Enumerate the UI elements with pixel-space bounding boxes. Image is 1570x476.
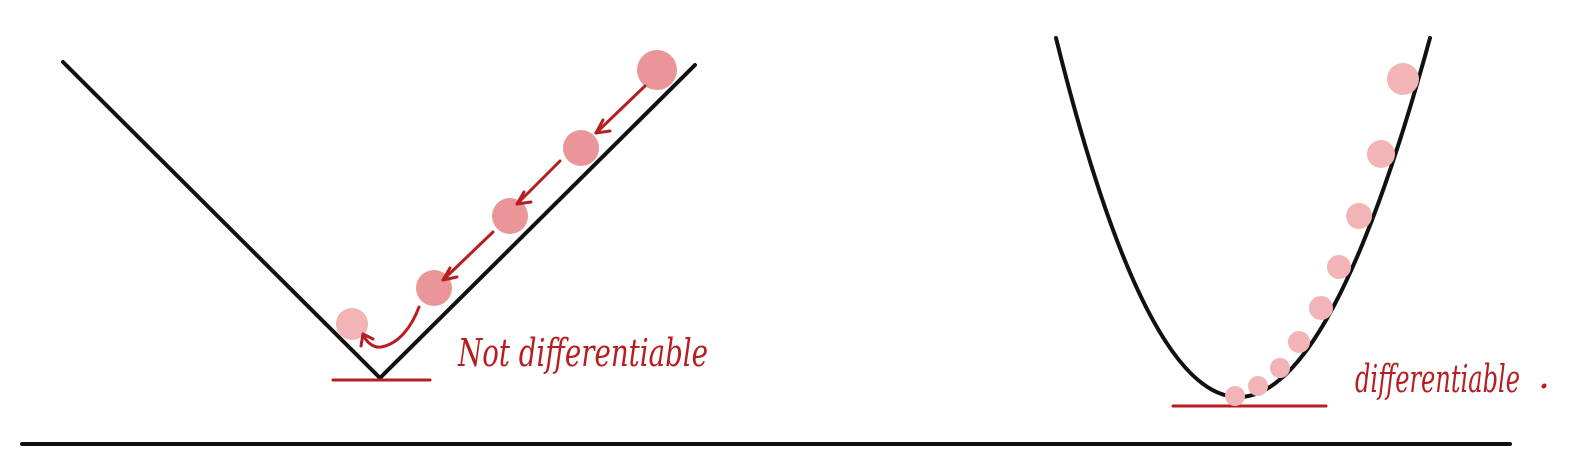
left-panel: Not differentiable <box>61 50 708 382</box>
left-ball-3 <box>492 198 528 234</box>
left-ball-5 <box>336 308 368 340</box>
differentiable-label: differentiable <box>1355 357 1520 401</box>
right-panel: differentiable . <box>1054 36 1550 408</box>
right-ball-8 <box>1248 376 1268 396</box>
descent-arrow-2 <box>515 159 562 206</box>
right-ball-9 <box>1225 386 1245 406</box>
right-ball-6 <box>1288 331 1310 353</box>
differentiable-label-mark: . <box>1538 353 1550 397</box>
right-ball-2 <box>1367 140 1395 168</box>
left-ball-1 <box>637 50 677 90</box>
v-shaped-curve <box>61 60 697 380</box>
left-ball-2 <box>563 130 599 166</box>
right-ball-4 <box>1327 255 1351 279</box>
right-ball-1 <box>1387 63 1419 95</box>
descent-arrow-3 <box>441 230 495 282</box>
not-differentiable-label: Not differentiable <box>457 331 708 375</box>
right-ball-7 <box>1270 358 1290 378</box>
parabola-curve <box>1054 36 1432 399</box>
descent-arrow-1 <box>594 84 647 135</box>
right-ball-3 <box>1346 203 1372 229</box>
right-ball-5 <box>1309 296 1333 320</box>
overshoot-arrow <box>359 305 421 349</box>
